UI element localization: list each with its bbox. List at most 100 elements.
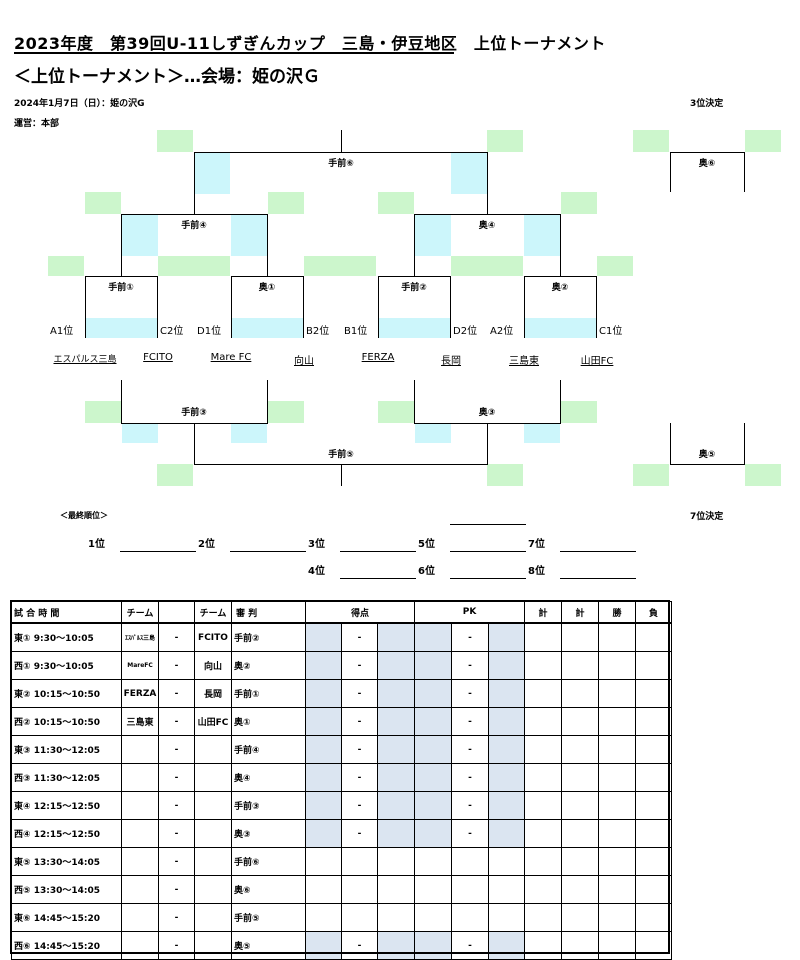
referee-cell: 手前⑥ (231, 847, 306, 876)
score-cell (268, 192, 304, 214)
pk-dash: - (451, 622, 490, 652)
match-label-semi-left: 手前④ (181, 221, 207, 231)
loss-cell (635, 735, 673, 764)
score-left (305, 651, 342, 680)
team2-cell (194, 931, 232, 960)
schedule-row: 東③ 11:30〜12:05-手前④-- (11, 735, 673, 764)
team1-cell (121, 819, 159, 848)
score-cell (487, 464, 523, 486)
score-cell (157, 130, 193, 152)
score-dash: - (341, 679, 378, 708)
team-name: FERZA (361, 352, 395, 363)
rank-line (450, 578, 526, 579)
score-dash: - (341, 651, 378, 680)
pk-left (414, 931, 453, 960)
vs-dash: - (158, 622, 195, 652)
win-cell (598, 791, 637, 820)
score-cell (451, 152, 487, 194)
match-label-cons-left: 手前③ (181, 408, 207, 418)
loss-cell (635, 707, 673, 736)
pk-left (414, 847, 453, 876)
score-left (305, 735, 342, 764)
vs-dash: - (158, 903, 195, 932)
header-team2: チーム (194, 601, 232, 624)
pk-dash: - (451, 763, 490, 792)
team1-cell (121, 903, 159, 932)
score-left (305, 622, 342, 652)
bracket-line (378, 276, 451, 277)
pk-right (488, 819, 526, 848)
vs-dash: - (158, 735, 195, 764)
rank-label: 1位 (88, 539, 105, 550)
header-score: 得点 (304, 601, 416, 624)
seed-label: C2位 (160, 326, 184, 337)
bracket-line (670, 464, 745, 465)
score-cell (122, 214, 158, 256)
total-cell (561, 931, 600, 960)
pk-left (414, 679, 453, 708)
total-cell (561, 651, 600, 680)
score-left (305, 931, 342, 960)
header-pk: PK (414, 601, 526, 624)
total-cell (561, 819, 600, 848)
bracket-line (414, 214, 415, 276)
rank-line (230, 551, 306, 552)
win-cell (598, 875, 637, 904)
match-label-bottom-final: 手前⑤ (328, 450, 354, 460)
score-dash: - (341, 622, 378, 652)
team2-cell (194, 819, 232, 848)
header-team1: チーム (121, 601, 159, 624)
seed-label: B2位 (306, 326, 330, 337)
team1-cell (121, 875, 159, 904)
header-win: 勝 (598, 601, 637, 624)
schedule-row: 西④ 12:15〜12:50-奥③-- (11, 819, 673, 848)
score-right (376, 622, 416, 652)
team-name: 向山 (294, 356, 314, 367)
bracket-line (341, 464, 342, 486)
rank-label: 5位 (418, 539, 435, 550)
score-cell (561, 401, 597, 423)
match-time: 西② 10:15〜10:50 (11, 707, 122, 736)
bracket-line (121, 214, 122, 276)
match-time: 東④ 12:15〜12:50 (11, 791, 122, 820)
total-cell (524, 651, 563, 680)
team2-cell (194, 875, 232, 904)
bracket-line (670, 152, 745, 153)
bracket-line (560, 214, 561, 276)
score-cell (194, 152, 230, 194)
win-cell (598, 763, 637, 792)
total-cell (561, 847, 600, 876)
schedule-row: 西⑥ 14:45〜15:20-奥⑤-- (11, 931, 673, 960)
total-cell (561, 791, 600, 820)
team-name: Mare FC (210, 352, 252, 363)
vs-dash: - (158, 819, 195, 848)
referee-cell: 奥① (231, 707, 306, 736)
vs-dash: - (158, 791, 195, 820)
score-cell (85, 401, 121, 423)
match-time: 西④ 12:15〜12:50 (11, 819, 122, 848)
header-loss: 負 (635, 601, 673, 624)
referee-cell: 手前⑤ (231, 903, 306, 932)
win-cell (598, 931, 637, 960)
vs-dash: - (158, 847, 195, 876)
score-left (305, 875, 342, 904)
loss-cell (635, 875, 673, 904)
score-cell (415, 214, 451, 256)
schedule-row: 西③ 11:30〜12:05-奥④-- (11, 763, 673, 792)
match-label-cons-right: 奥③ (478, 408, 496, 418)
win-cell (598, 622, 637, 652)
loss-cell (635, 651, 673, 680)
pk-left (414, 651, 453, 680)
score-cell (415, 423, 451, 443)
score-right (376, 931, 416, 960)
pk-right (488, 707, 526, 736)
seed-label: A2位 (490, 326, 514, 337)
pk-left (414, 903, 453, 932)
team1-cell: MareFC (121, 651, 159, 680)
rank-label: 7位 (528, 539, 545, 550)
pk-dash: - (451, 931, 490, 960)
seed-label: D1位 (197, 326, 222, 337)
team1-cell (121, 931, 159, 960)
score-dash: - (341, 931, 378, 960)
win-cell (598, 651, 637, 680)
